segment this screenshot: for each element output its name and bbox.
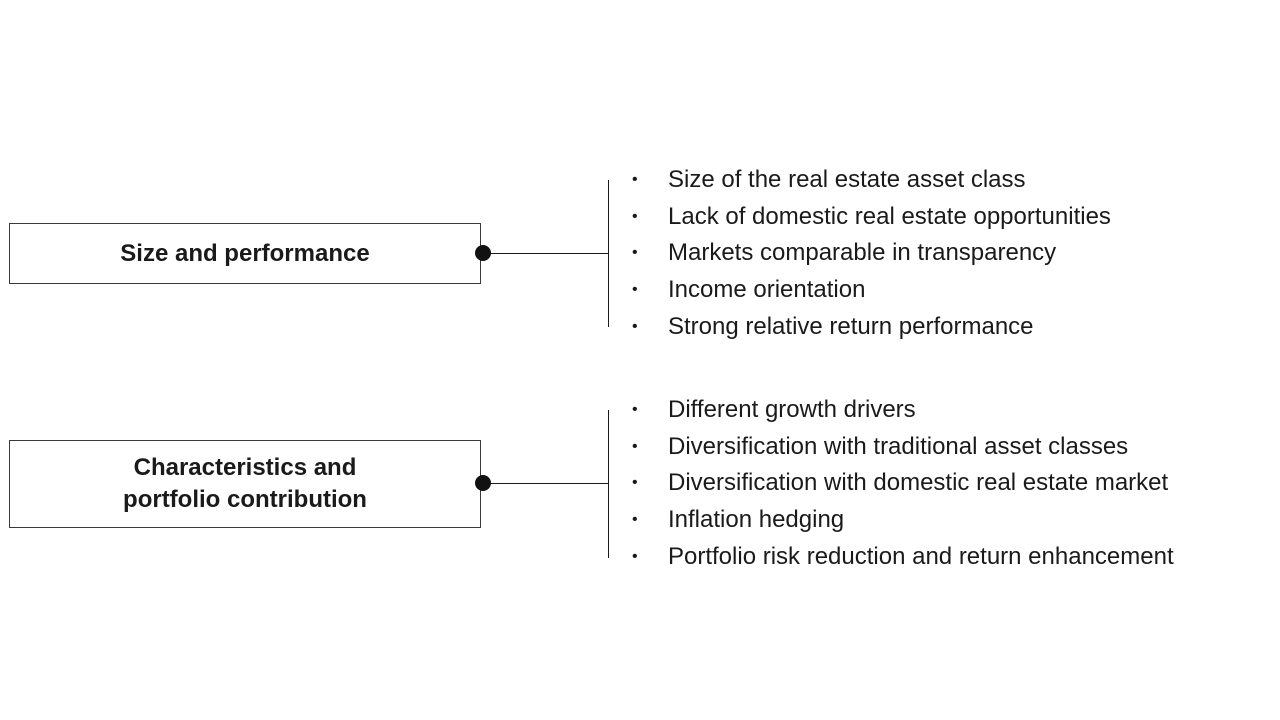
connector-dot <box>475 245 491 261</box>
category-label-line: portfolio contribution <box>123 486 367 513</box>
bullet-icon: • <box>632 244 638 262</box>
bullet-icon: • <box>632 474 638 492</box>
group-size-and-performance: Size and performance • Size of the real e… <box>0 160 1280 350</box>
category-box: Size and performance <box>9 223 481 284</box>
bullet-icon: • <box>632 281 638 299</box>
list-item-text: Strong relative return performance <box>668 312 1034 340</box>
list-item-text: Markets comparable in transparency <box>668 239 1057 267</box>
list-item: • Income orientation <box>632 272 1111 309</box>
connector-line <box>483 483 609 484</box>
list-item: • Portfolio risk reduction and return enh… <box>632 538 1174 575</box>
bullet-list: • Different growth drivers • Diversificati… <box>632 392 1174 575</box>
list-item: • Markets comparable in transparency <box>632 235 1111 272</box>
bullet-icon: • <box>632 511 638 529</box>
list-item-text: Inflation hedging <box>668 506 845 534</box>
bracket-line <box>608 410 609 558</box>
category-label: Size and performance <box>120 239 370 267</box>
list-item-text: Diversification with domestic real estat… <box>668 469 1169 497</box>
bullet-icon: • <box>632 171 638 189</box>
list-item: • Inflation hedging <box>632 502 1174 539</box>
list-item-text: Size of the real estate asset class <box>668 166 1026 194</box>
list-item-text: Income orientation <box>668 276 866 304</box>
bullet-icon: • <box>632 437 638 455</box>
list-item: • Size of the real estate asset class <box>632 162 1111 199</box>
list-item: • Different growth drivers <box>632 392 1174 429</box>
list-item-text: Different growth drivers <box>668 396 916 424</box>
list-item-text: Lack of domestic real estate opportuniti… <box>668 202 1111 230</box>
list-item-text: Portfolio risk reduction and return enha… <box>668 542 1174 570</box>
category-label-line: Characteristics and <box>133 454 357 481</box>
bullet-list: • Size of the real estate asset class • La… <box>632 162 1111 345</box>
list-item-text: Diversification with traditional asset c… <box>668 432 1129 460</box>
bullet-icon: • <box>632 317 638 335</box>
bullet-icon: • <box>632 547 638 565</box>
list-item: • Strong relative return performance <box>632 308 1111 345</box>
category-label: Characteristics and portfolio contributi… <box>123 452 367 516</box>
bullet-icon: • <box>632 401 638 419</box>
bullet-icon: • <box>632 207 638 225</box>
connector-line <box>483 253 609 254</box>
category-box: Characteristics and portfolio contributi… <box>9 440 481 528</box>
connector-dot <box>475 475 491 491</box>
list-item: • Diversification with domestic real esta… <box>632 465 1174 502</box>
bracket-line <box>608 180 609 327</box>
group-characteristics-and-portfolio-contribution: Characteristics and portfolio contributi… <box>0 390 1280 580</box>
list-item: • Diversification with traditional asset … <box>632 429 1174 466</box>
list-item: • Lack of domestic real estate opportunit… <box>632 199 1111 236</box>
